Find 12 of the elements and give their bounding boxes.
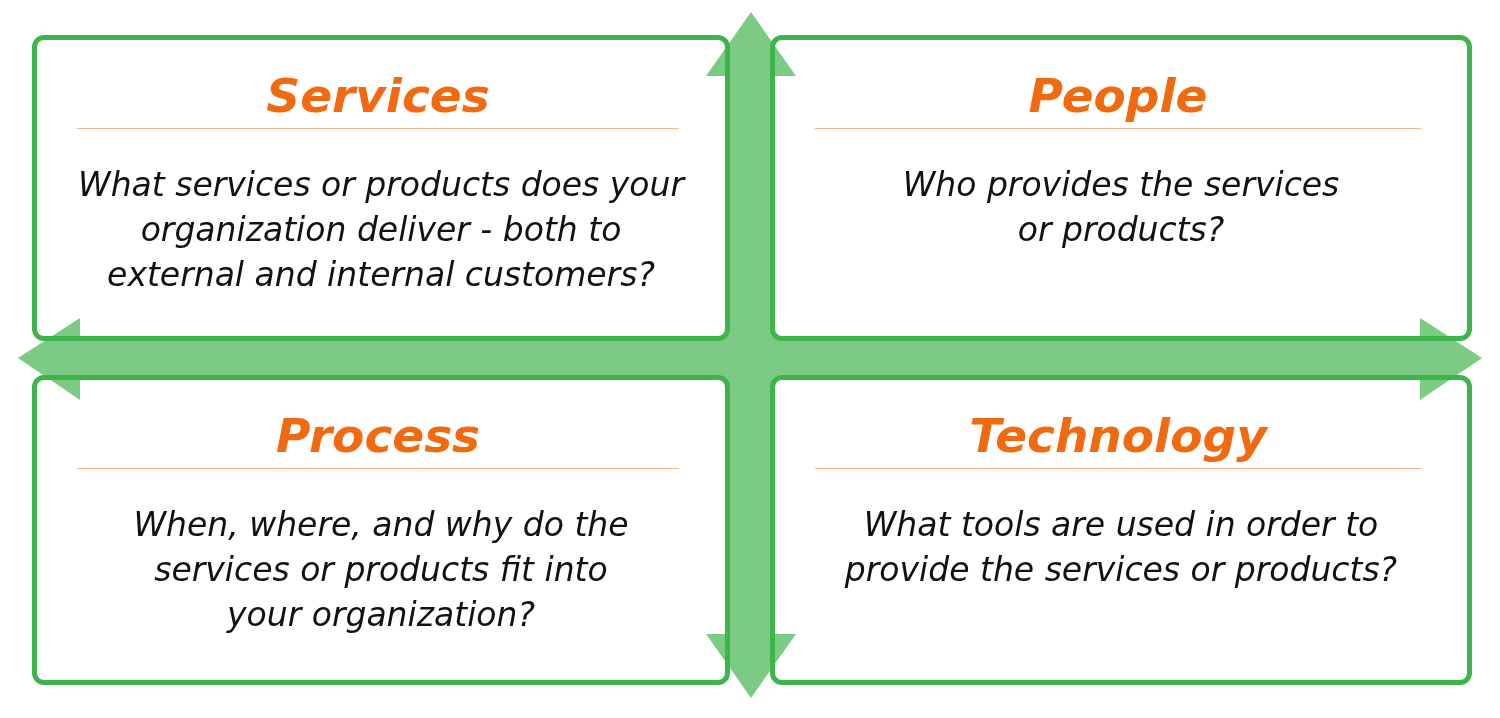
quadrant-card	[32, 35, 730, 341]
quadrant-question: When, where, and why do the services or products fit into your organization?	[132, 504, 630, 636]
quadrant-card	[770, 375, 1472, 685]
quadrant-question: Who provides the services or products?	[901, 164, 1341, 251]
quadrant-heading: Technology	[968, 407, 1270, 465]
quadrant-question: What tools are used in order to provide the services or products?	[843, 504, 1399, 591]
quadrant-card	[32, 375, 730, 685]
quadrant-question: What services or products does your organization deliver - both to external and internal customers?	[77, 164, 687, 296]
quadrant-heading: Services	[265, 67, 491, 125]
quadrant-heading: Process	[274, 407, 482, 465]
quadrant-card	[770, 35, 1472, 341]
quadrant-heading: People	[1027, 67, 1209, 125]
